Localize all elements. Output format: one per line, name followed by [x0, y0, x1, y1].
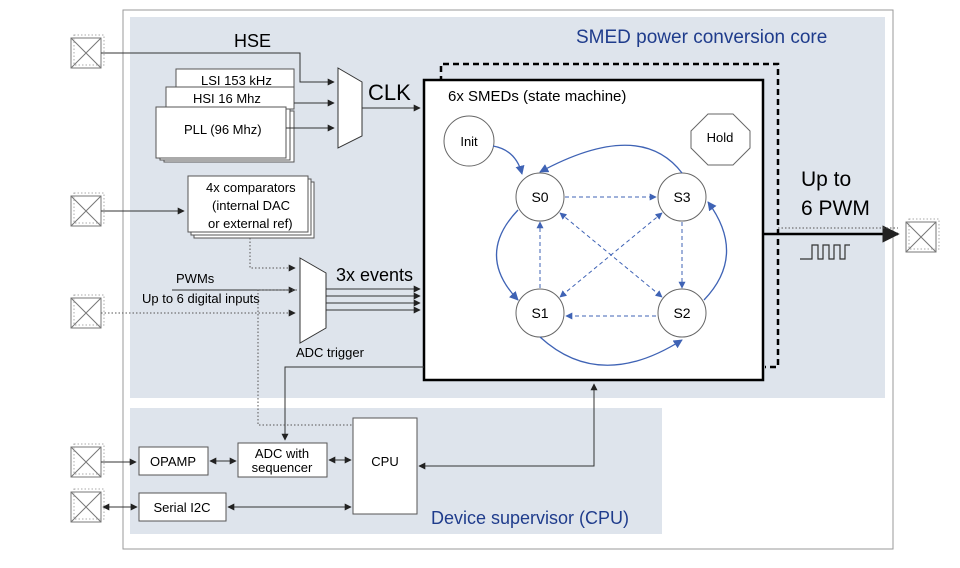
adc-label-1: ADC with: [255, 446, 309, 461]
event-mux: [299, 257, 327, 344]
cpu-box: [352, 417, 418, 515]
pin-pwm-output-icon: [905, 218, 940, 253]
state-s2: [657, 288, 707, 338]
clk-label: CLK: [368, 80, 411, 105]
comparators-line-1: 4x comparators: [206, 180, 296, 195]
state-s1-label: S1: [531, 305, 548, 321]
lsi-label: LSI 153 kHz: [201, 73, 272, 88]
pwms-label: PWMs: [176, 271, 215, 286]
state-s2-label: S2: [673, 305, 690, 321]
hse-label: HSE: [234, 31, 271, 51]
adc-label-2: sequencer: [252, 460, 313, 475]
outer-frame: [122, 9, 894, 550]
init-label: Init: [460, 134, 478, 149]
comparators-line-3: or external ref): [208, 216, 293, 231]
i2c-label: Serial I2C: [153, 500, 210, 515]
pin-hse-icon: [70, 34, 105, 69]
pin-digital-inputs-icon: [70, 294, 105, 329]
adc-trigger-label: ADC trigger: [296, 345, 365, 360]
comparators-box: [187, 175, 309, 233]
pll-box: [155, 106, 287, 159]
adc-box: [237, 442, 328, 478]
pwm-out-line-2: 6 PWM: [801, 197, 870, 220]
digital-inputs-label: Up to 6 digital inputs: [142, 291, 260, 306]
cpu-label: CPU: [371, 454, 398, 469]
init-state: [443, 115, 495, 167]
supervisor-title: Device supervisor (CPU): [431, 508, 629, 528]
i2c-box: [138, 492, 227, 522]
opamp-label: OPAMP: [150, 454, 196, 469]
pwm-waveform-icon: [800, 244, 850, 260]
pwm-out-line-1: Up to: [801, 168, 851, 191]
hold-label: Hold: [707, 130, 734, 145]
smed-dashed-back: [439, 62, 780, 369]
state-s3-label: S3: [673, 189, 690, 205]
events-label: 3x events: [336, 265, 413, 285]
comparators-line-2: (internal DAC: [212, 198, 290, 213]
pin-comparator-icon: [70, 192, 105, 227]
clock-mux: [337, 67, 363, 149]
state-s0: [515, 172, 565, 222]
pll-label: PLL (96 Mhz): [184, 122, 262, 137]
state-s0-label: S0: [531, 189, 548, 205]
smed-title: 6x SMEDs (state machine): [448, 88, 626, 105]
hsi-label: HSI 16 Mhz: [193, 91, 261, 106]
pin-i2c-icon: [70, 488, 105, 523]
pin-opamp-icon: [70, 443, 105, 478]
opamp-box: [138, 446, 209, 476]
hold-state: [690, 113, 751, 166]
core-title: SMED power conversion core: [576, 27, 827, 48]
